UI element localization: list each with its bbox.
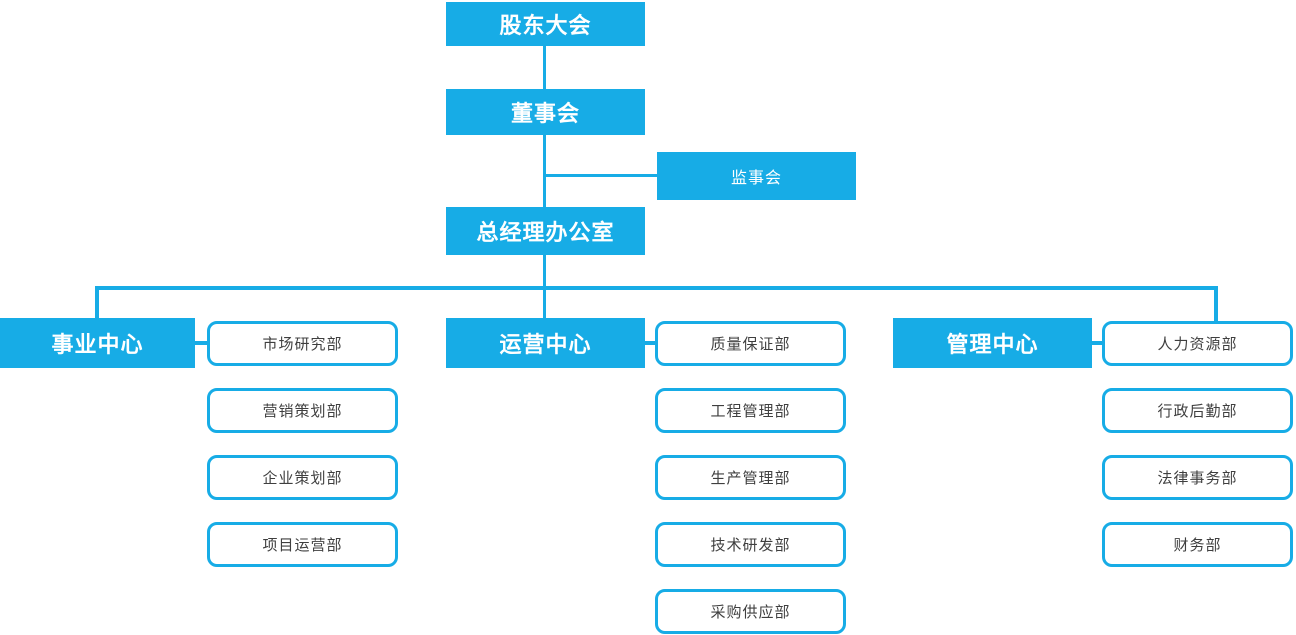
connector-drop-hr — [1214, 290, 1218, 321]
dept-human-resources: 人力资源部 — [1102, 321, 1293, 366]
dept-technology-rd: 技术研发部 — [655, 522, 846, 567]
node-gm-office: 总经理办公室 — [446, 207, 645, 255]
dept-finance: 财务部 — [1102, 522, 1293, 567]
node-business-center: 事业中心 — [0, 318, 195, 368]
connector-business-to-dept — [195, 341, 207, 345]
connector-board-gm — [543, 135, 546, 207]
dept-corporate-planning: 企业策划部 — [207, 455, 398, 500]
connector-gm-branch — [543, 255, 546, 287]
dept-admin-logistics: 行政后勤部 — [1102, 388, 1293, 433]
connector-drop-operations-center — [543, 290, 546, 318]
node-board-of-directors: 董事会 — [446, 89, 645, 135]
node-supervisory-board: 监事会 — [657, 152, 856, 200]
connector-management-to-dept — [1092, 341, 1102, 345]
dept-engineering-management: 工程管理部 — [655, 388, 846, 433]
dept-procurement-supply: 采购供应部 — [655, 589, 846, 634]
connector-branch-horizontal — [95, 286, 1218, 290]
node-operations-center: 运营中心 — [446, 318, 645, 368]
dept-quality-assurance: 质量保证部 — [655, 321, 846, 366]
connector-operations-to-dept — [645, 341, 655, 345]
dept-market-research: 市场研究部 — [207, 321, 398, 366]
node-management-center: 管理中心 — [893, 318, 1092, 368]
dept-marketing-planning: 营销策划部 — [207, 388, 398, 433]
dept-legal-affairs: 法律事务部 — [1102, 455, 1293, 500]
node-shareholders-meeting: 股东大会 — [446, 2, 645, 46]
connector-board-supervisory — [545, 174, 657, 177]
dept-project-operations: 项目运营部 — [207, 522, 398, 567]
dept-production-management: 生产管理部 — [655, 455, 846, 500]
connector-root-board — [543, 46, 546, 89]
connector-drop-business-center — [95, 290, 99, 318]
